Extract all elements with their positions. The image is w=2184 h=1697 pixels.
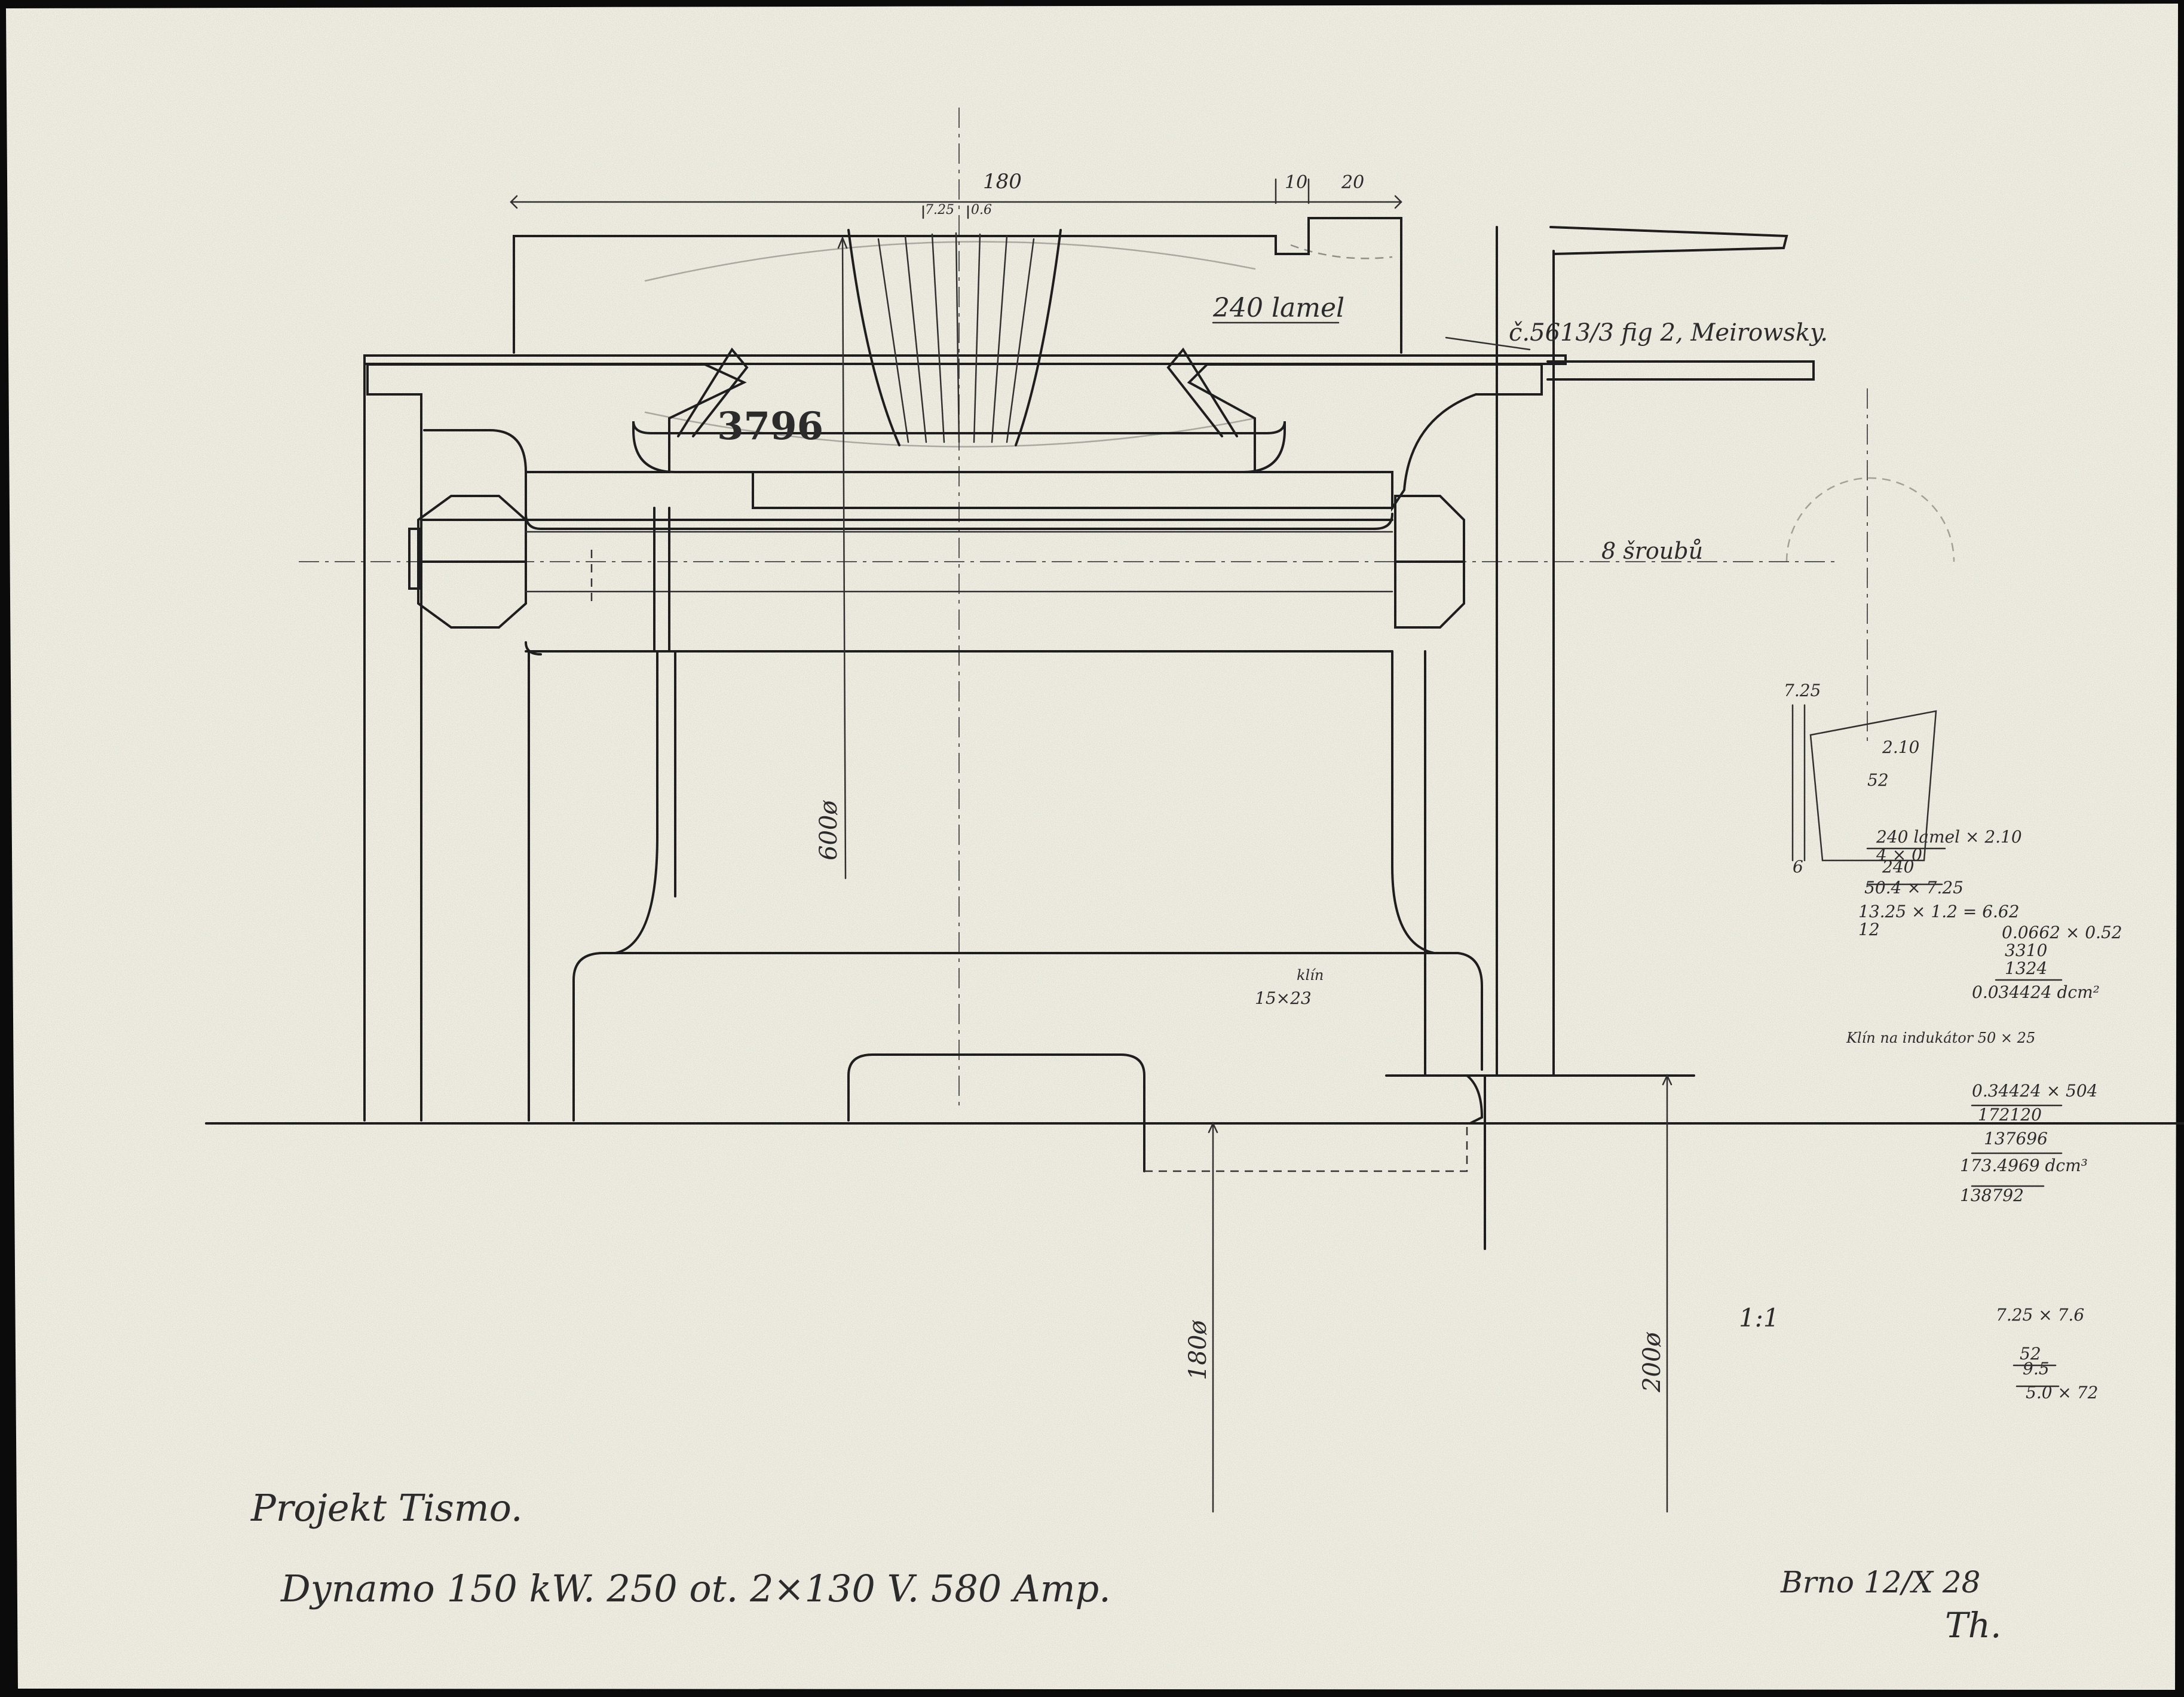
dim-10: 10 xyxy=(1285,172,1307,193)
date-place: Brno 12/X 28 xyxy=(1780,1565,1980,1600)
calc-line: 137696 xyxy=(1984,1129,2048,1148)
reference-label: č.5613/3 fig 2, Meirowsky. xyxy=(1509,319,1828,347)
annotations: 180 10 20 7.25 0.6 240 lamel č.5613/3 fi… xyxy=(717,170,1828,1393)
machine-spec: Dynamo 150 kW. 250 ot. 2×130 V. 580 Amp. xyxy=(280,1567,1111,1610)
commutator-segments xyxy=(632,229,1286,473)
dim-180: 180 xyxy=(983,170,1022,194)
left-housing xyxy=(363,354,527,1122)
title-block: Projekt Tismo. Dynamo 150 kW. 250 ot. 2×… xyxy=(250,1486,2001,1646)
segment-sketch xyxy=(1791,704,1937,862)
calc-line: 52 xyxy=(2020,1344,2041,1364)
signature: Th. xyxy=(1945,1605,2001,1646)
stamp-code: 3796 xyxy=(717,404,823,449)
right-flange xyxy=(1496,226,1815,1077)
calc-line: 240 lamel × 2.10 xyxy=(1876,827,2022,847)
diameter-600: 600ø xyxy=(815,800,843,860)
calc-line: 3310 xyxy=(2005,941,2047,960)
calc-line: 173.4969 dcm³ xyxy=(1960,1156,2088,1175)
key-label: klín xyxy=(1297,967,1324,984)
calc-line: 0.0662 × 0.52 xyxy=(2002,923,2122,942)
calc-line: 138792 xyxy=(1960,1186,2024,1205)
bolt-nuts xyxy=(408,495,1465,629)
calc-line: 50.4 × 7.25 xyxy=(1864,878,1964,897)
dim-20: 20 xyxy=(1341,172,1364,193)
calc-line: 52 xyxy=(1867,770,1889,790)
dim-7-25: 7.25 xyxy=(925,203,954,218)
diameter-180: 180ø xyxy=(1184,1320,1212,1380)
project-title: Projekt Tismo. xyxy=(250,1486,523,1530)
calc-line: 0.34424 × 504 xyxy=(1972,1081,2098,1101)
calc-line: 13.25 × 1.2 = 6.62 xyxy=(1858,902,2020,921)
segments-label: 240 lamel xyxy=(1212,293,1344,323)
calc-line: 9.5 xyxy=(2023,1359,2050,1379)
paper-speckle xyxy=(6,4,2178,1690)
riser-ring xyxy=(513,217,1402,354)
base-line xyxy=(205,1074,2184,1250)
calc-line: 7.25 xyxy=(1784,681,1821,700)
calc-line: 0.034424 dcm² xyxy=(1972,982,2100,1002)
calc-line: Klín na indukátor 50 × 25 xyxy=(1846,1030,2035,1046)
scale-label: 1:1 xyxy=(1739,1303,1779,1333)
calc-line: 6 xyxy=(1793,857,1803,877)
hub-body xyxy=(528,507,1484,1172)
key-size: 15×23 xyxy=(1255,988,1312,1008)
calc-line: 7.25 × 7.6 xyxy=(1996,1305,2084,1325)
calc-line: 172120 xyxy=(1978,1105,2042,1125)
calc-line: 1324 xyxy=(2005,958,2047,978)
center-lines xyxy=(299,108,1868,1111)
calc-line: 12 xyxy=(1858,920,1880,939)
bolts-label: 8 šroubů xyxy=(1601,538,1703,564)
dimension-lines xyxy=(510,178,1673,1513)
calc-line: 2.10 xyxy=(1882,737,1919,757)
dim-0-6: 0.6 xyxy=(971,203,992,218)
diameter-200: 200ø xyxy=(1638,1332,1666,1393)
